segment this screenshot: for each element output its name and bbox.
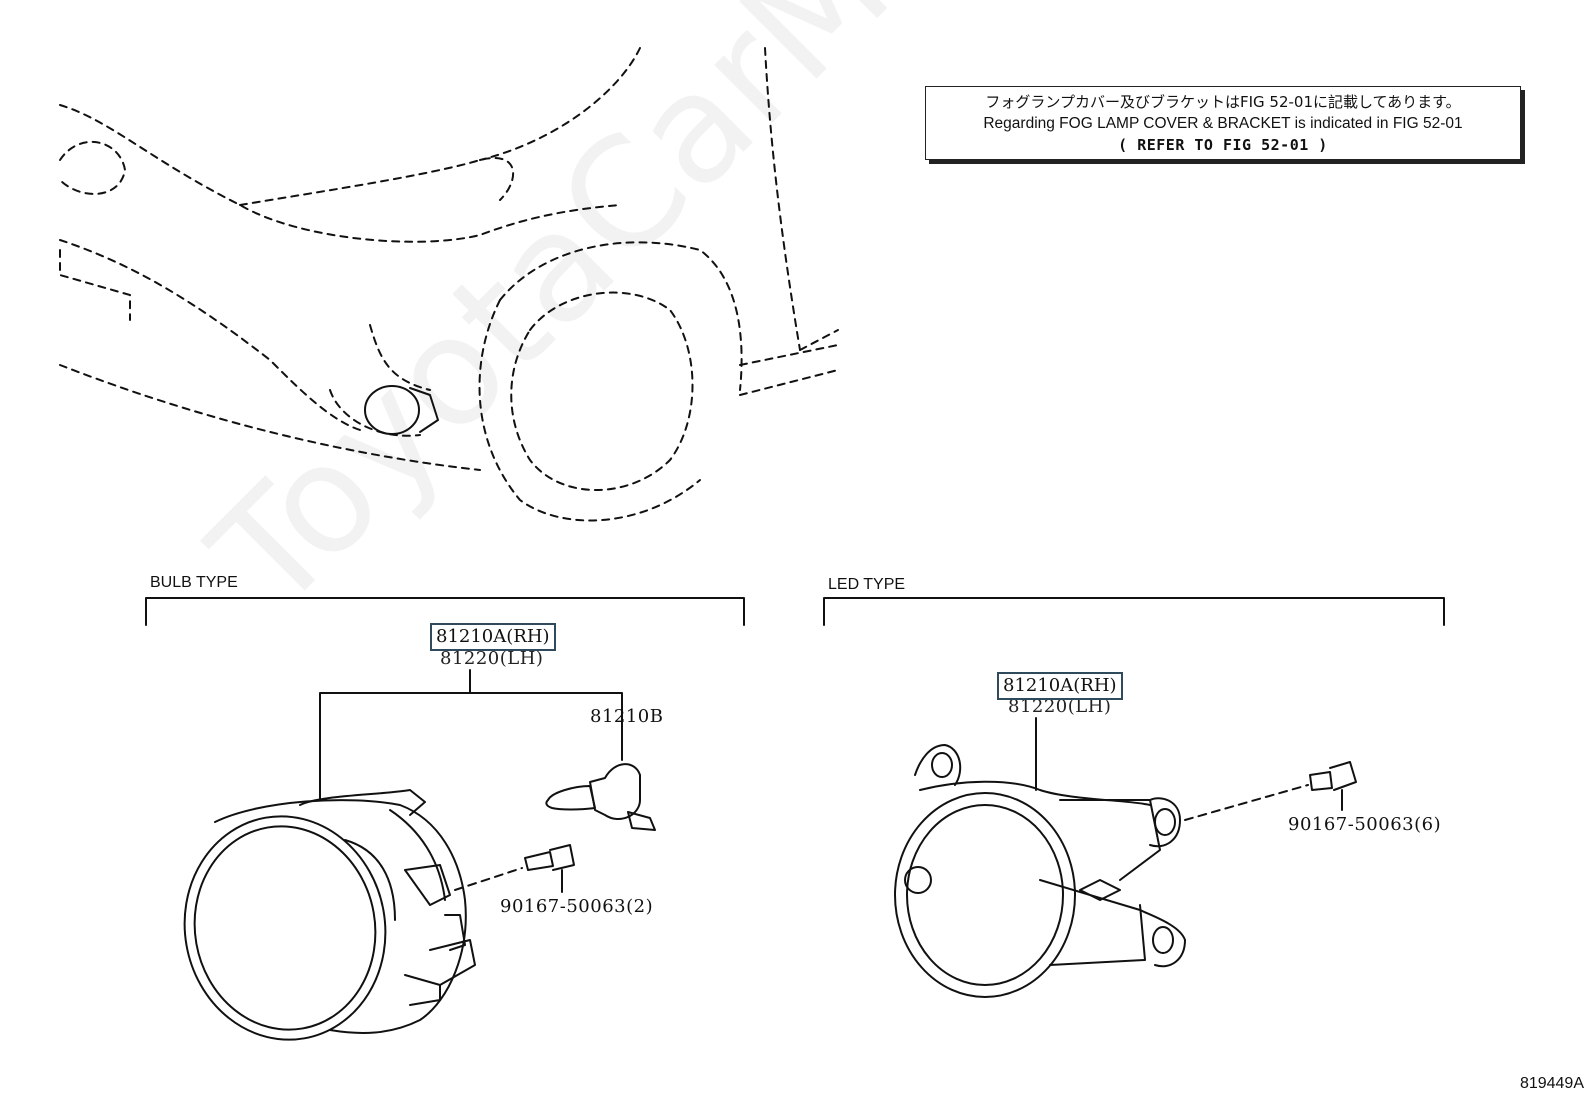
fog-lamp-in-car xyxy=(364,385,439,435)
bulb-part-bulb[interactable]: 81210B xyxy=(590,706,664,727)
note-english: Regarding FOG LAMP COVER & BRACKET is in… xyxy=(983,115,1463,132)
bulb-part-rh[interactable]: 81210A(RH) xyxy=(430,623,556,651)
led-type-label: LED TYPE xyxy=(828,576,906,593)
bulb-section-bracket xyxy=(145,597,745,626)
note-reference: ( REFER TO FIG 52-01 ) xyxy=(1118,136,1328,154)
bulb-part-bolt[interactable]: 90167-50063(2) xyxy=(500,896,654,917)
bulb-lamp-assembly xyxy=(183,789,476,1041)
figure-id: 819449A xyxy=(1519,1075,1584,1092)
led-part-rh[interactable]: 81210A(RH) xyxy=(997,672,1123,700)
bulb-bolt-dash xyxy=(454,867,523,891)
bulb-type-label: BULB TYPE xyxy=(150,574,238,591)
led-section-bracket xyxy=(823,597,1445,626)
car-illustration xyxy=(59,47,839,522)
bulb-bolt xyxy=(524,844,575,893)
led-lamp-assembly xyxy=(894,744,1186,998)
bulb-leader-lines xyxy=(319,669,623,801)
reference-note: フォグランプカバー及びブラケットはFIG 52-01に記載してあります。 Reg… xyxy=(925,86,1521,160)
led-part-bolt[interactable]: 90167-50063(6) xyxy=(1288,814,1442,835)
bulb-part-lh[interactable]: 81220(LH) xyxy=(440,648,544,669)
bulb-81210B xyxy=(545,763,656,831)
note-japanese: フォグランプカバー及びブラケットはFIG 52-01に記載してあります。 xyxy=(985,93,1461,111)
led-bolt xyxy=(1309,761,1357,811)
led-bolt-dash xyxy=(1184,784,1309,821)
led-part-lh[interactable]: 81220(LH) xyxy=(1008,696,1112,717)
